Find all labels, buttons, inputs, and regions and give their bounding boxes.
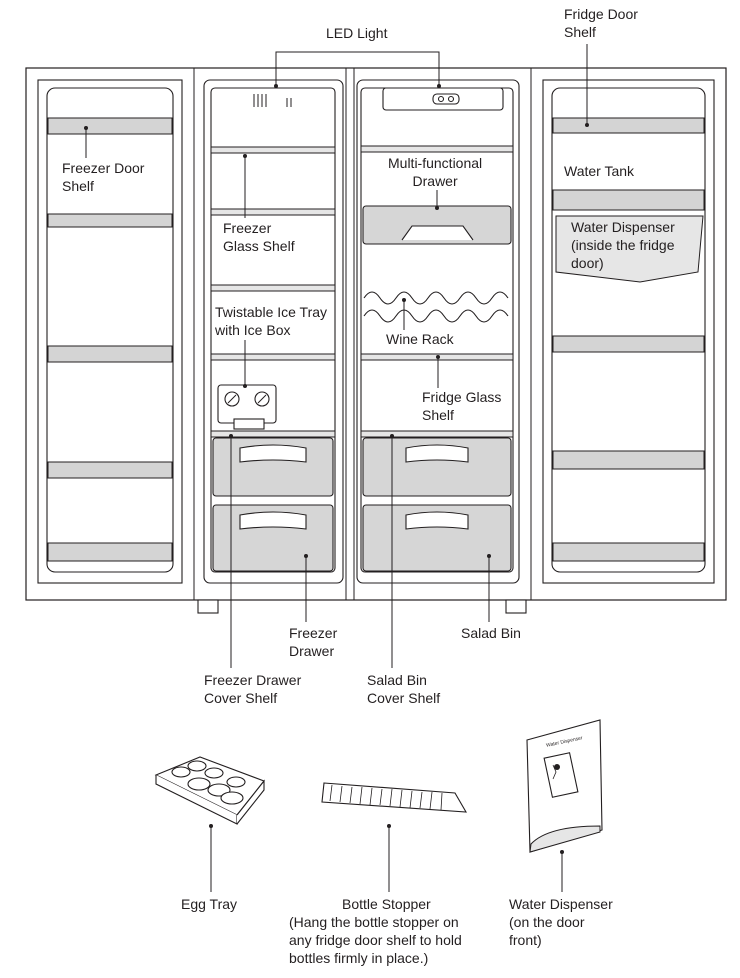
label-freezer-drawer: Freezer Drawer	[289, 625, 338, 659]
freezer-door	[37, 79, 183, 584]
fridge-door-shelf-3	[552, 450, 705, 470]
label-twistable-ice-tray: Twistable Ice Tray with Ice Box	[215, 304, 328, 338]
bottle-stopper-shape	[321, 782, 467, 813]
fridge-compartment	[356, 79, 520, 584]
freezer-door-shelf-4	[47, 461, 173, 479]
freezer-glass-shelf-2	[210, 208, 336, 216]
multi-functional-drawer-shape	[362, 205, 512, 245]
wine-rack-shape	[363, 291, 509, 323]
freezer-drawer-lower	[212, 504, 334, 572]
fridge-led-light	[382, 87, 504, 111]
label-water-dispenser-front: Water Dispenser (on the door front)	[509, 896, 613, 948]
label-salad-bin: Salad Bin	[461, 625, 521, 641]
freezer-glass-shelf-3	[210, 284, 336, 292]
fridge-door-shelf-1	[552, 117, 705, 134]
freezer-drawer-upper	[212, 437, 334, 497]
freezer-door-shelf-1	[47, 117, 173, 135]
freezer-glass-shelf-1	[210, 146, 336, 154]
freezer-door-shelf-2	[47, 213, 173, 228]
freezer-compartment	[203, 79, 344, 584]
leader-lines	[84, 44, 589, 892]
water-tank-shape	[552, 189, 705, 211]
fridge-glass-shelf-1	[360, 145, 514, 153]
freezer-door-shelf-3	[47, 345, 173, 363]
egg-tray-shape	[154, 756, 265, 825]
freezer-drawer-cover-shelf-shape	[210, 430, 336, 438]
freezer-glass-shelf-4	[210, 353, 336, 361]
label-wine-rack: Wine Rack	[386, 331, 454, 347]
fridge-door-shelf-2	[552, 335, 705, 353]
label-freezer-glass-shelf: Freezer Glass Shelf	[223, 220, 295, 254]
label-fridge-glass-shelf: Fridge Glass Shelf	[422, 389, 502, 423]
fridge-door-shelf-4	[552, 542, 705, 562]
label-water-dispenser-inside: Water Dispenser (inside the fridge door)	[571, 219, 675, 271]
freezer-door-shelf-5	[47, 542, 173, 562]
label-freezer-drawer-cover-shelf: Freezer Drawer Cover Shelf	[204, 672, 302, 706]
label-egg-tray: Egg Tray	[181, 896, 238, 912]
salad-bin-upper	[362, 437, 512, 497]
water-dispenser-front-shape: Water Dispenser	[526, 719, 603, 853]
twistable-ice-tray-shape	[217, 384, 277, 430]
freezer-led-light	[253, 94, 292, 107]
salad-bin-cover-shelf-shape	[360, 430, 514, 438]
label-salad-bin-cover-shelf: Salad Bin Cover Shelf	[367, 672, 441, 706]
label-multi-functional-drawer: Multi-functional Drawer	[388, 155, 483, 189]
label-freezer-door-shelf: Freezer Door Shelf	[62, 160, 145, 194]
water-dispenser-inside-shape	[555, 215, 704, 283]
label-fridge-door-shelf: Fridge Door Shelf	[564, 6, 638, 40]
label-led-light: LED Light	[326, 25, 388, 41]
salad-bin-lower	[362, 504, 512, 572]
fridge-door	[542, 79, 715, 584]
label-bottle-stopper: Bottle Stopper (Hang the bottle stopper …	[289, 896, 462, 966]
label-water-tank: Water Tank	[564, 163, 635, 179]
